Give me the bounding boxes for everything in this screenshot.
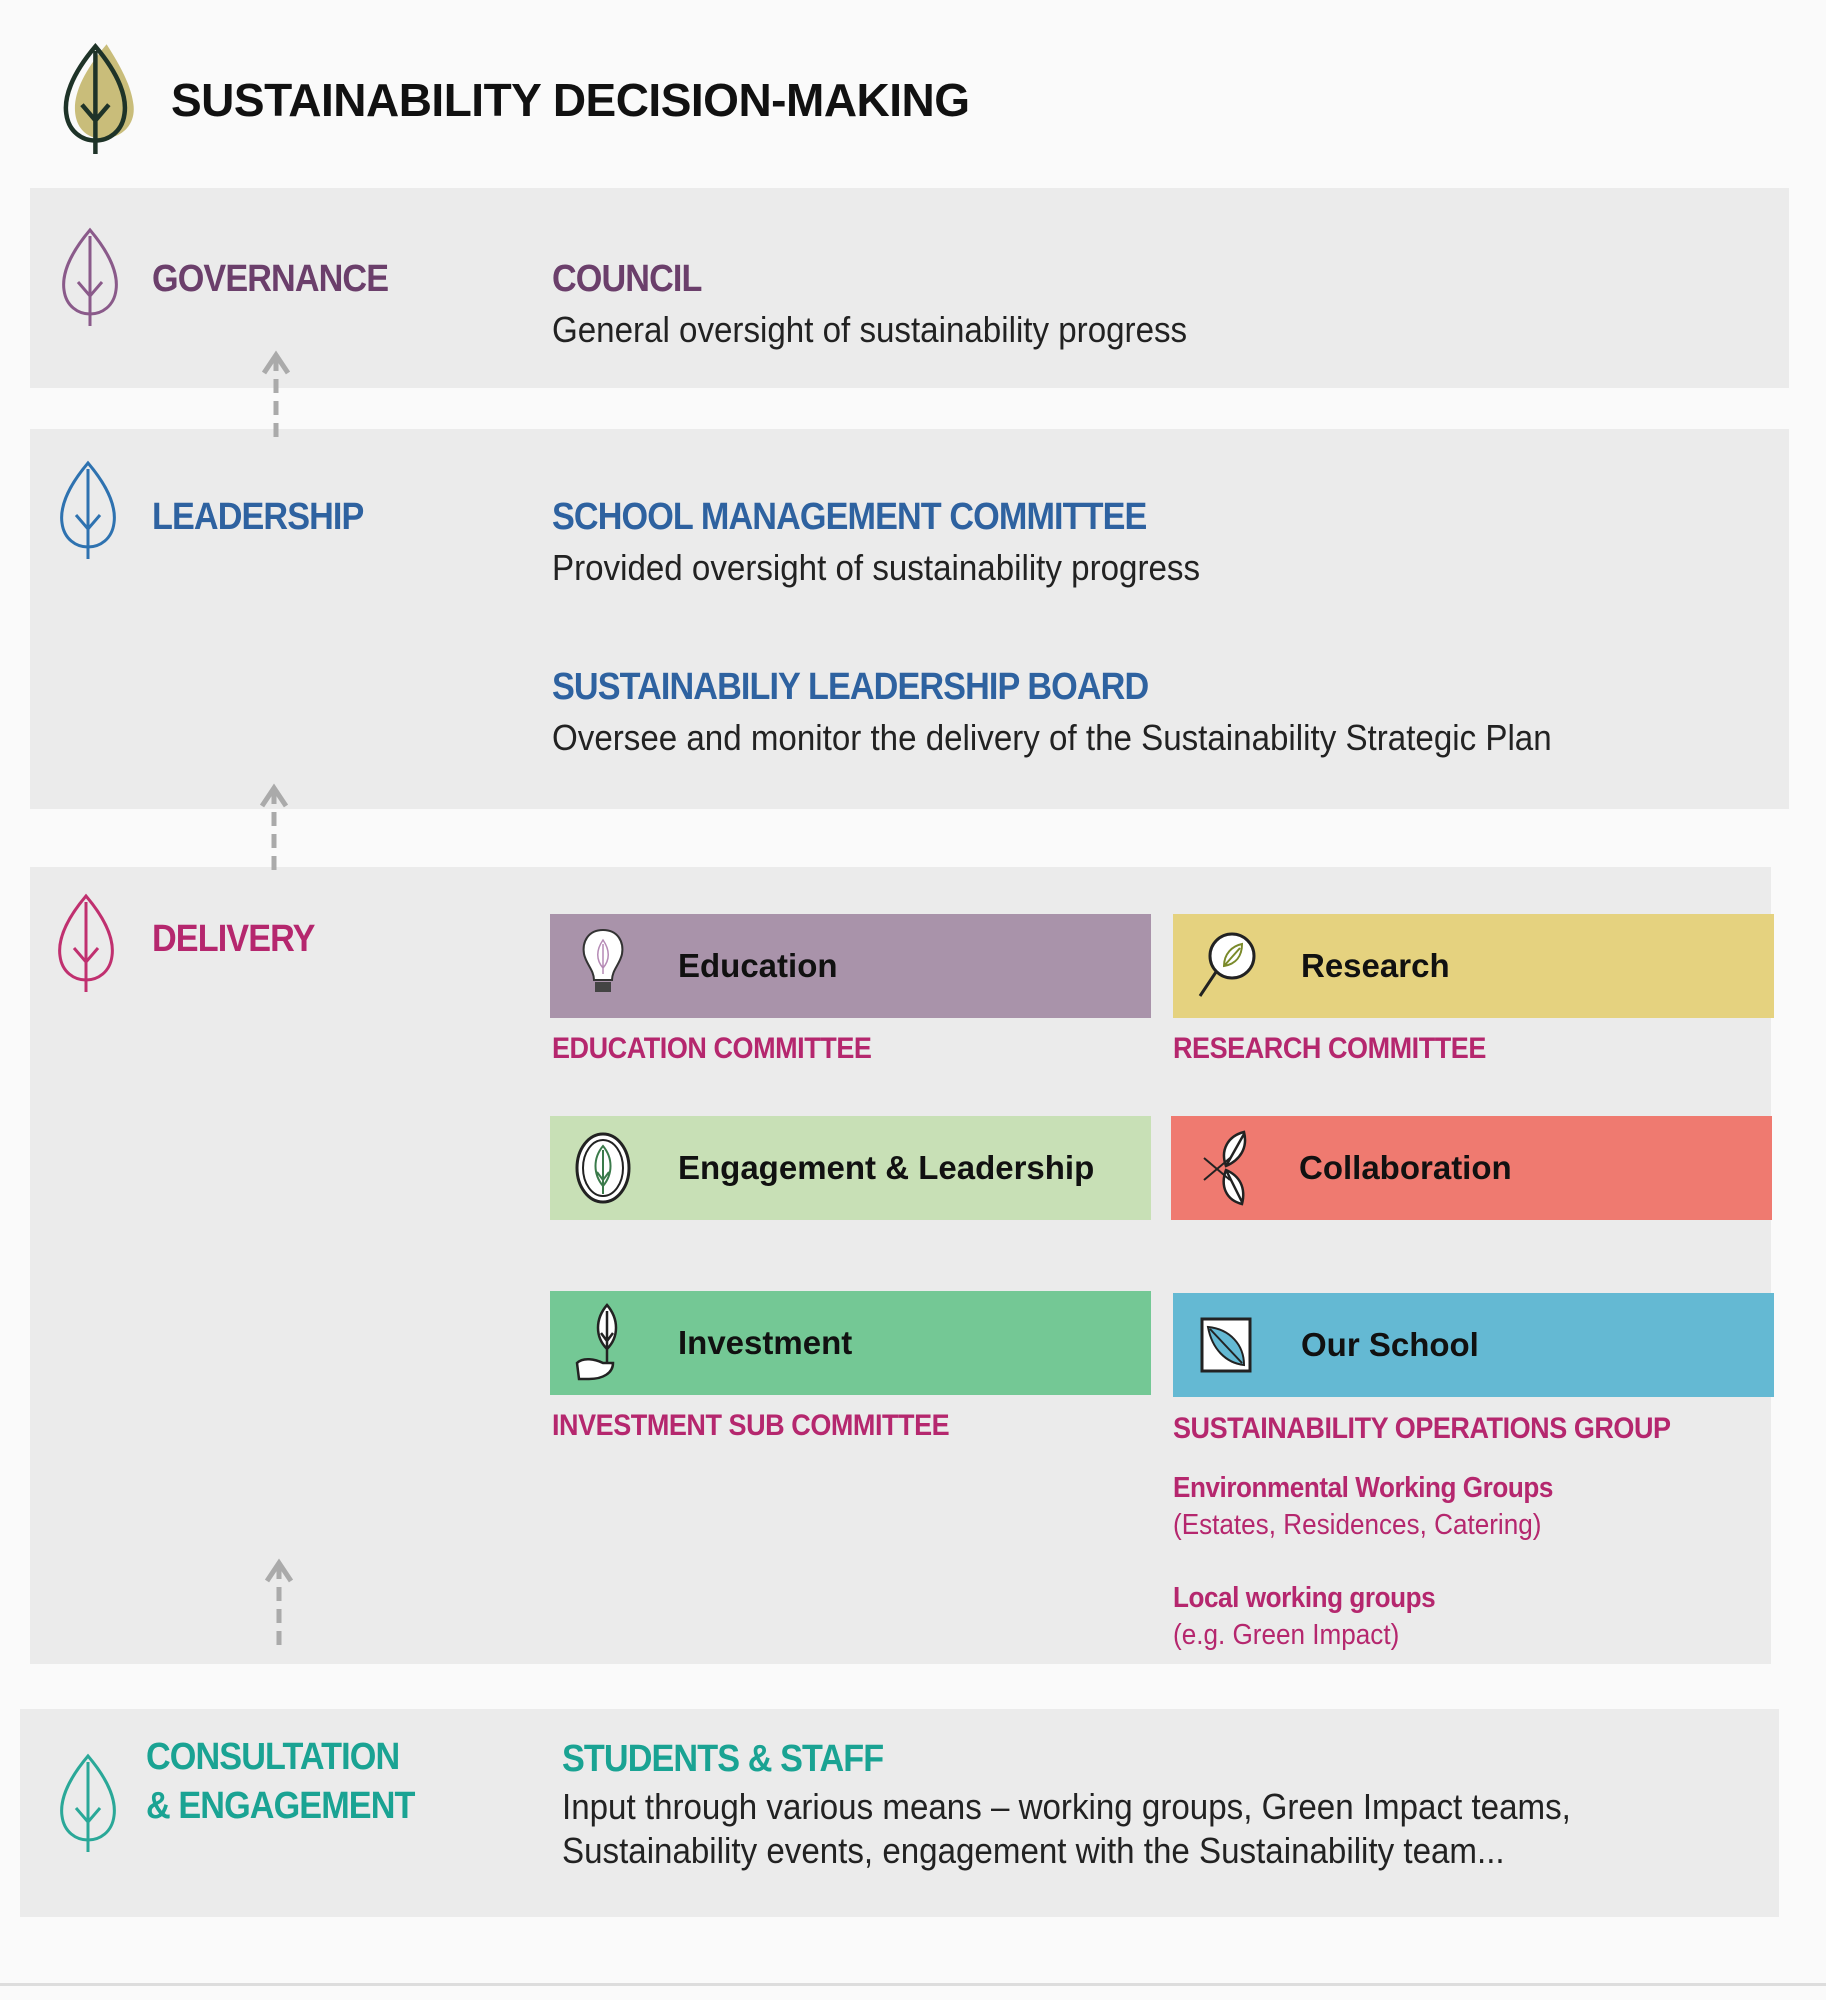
- theme-engagement-leadership: Engagement & Leadership: [550, 1116, 1151, 1220]
- arrow-up-icon: [264, 1558, 294, 1645]
- operations-group: SUSTAINABILITY OPERATIONS GROUP: [1173, 1412, 1671, 1445]
- env-working-groups-detail: (Estates, Residences, Catering): [1173, 1509, 1542, 1541]
- investment-committee: INVESTMENT SUB COMMITTEE: [552, 1409, 950, 1442]
- arrow-up-icon: [261, 350, 291, 437]
- page-title: SUSTAINABILITY DECISION-MAKING: [171, 74, 970, 126]
- governance-panel: [30, 188, 1789, 388]
- delivery-label: DELIVERY: [152, 918, 315, 960]
- consultation-description-line2: Sustainability events, engagement with t…: [562, 1830, 1505, 1871]
- theme-collaboration: Collaboration: [1171, 1116, 1772, 1220]
- theme-label: Research: [1301, 947, 1450, 984]
- theme-label: Education: [678, 947, 838, 984]
- research-committee: RESEARCH COMMITTEE: [1173, 1032, 1486, 1065]
- consultation-panel: [20, 1709, 1779, 1917]
- governance-label: GOVERNANCE: [152, 258, 389, 300]
- local-working-groups-detail: (e.g. Green Impact): [1173, 1619, 1400, 1651]
- delivery-leaf-icon: [56, 888, 116, 996]
- consultation-label-line1: CONSULTATION: [146, 1736, 400, 1778]
- leadership-label: LEADERSHIP: [152, 496, 364, 538]
- leadership-leaf-icon: [58, 455, 118, 563]
- lightbulb-icon: [582, 928, 624, 992]
- theme-our-school: Our School: [1173, 1293, 1774, 1397]
- leaf-logo-icon: [63, 43, 134, 154]
- local-working-groups: Local working groups: [1173, 1582, 1436, 1614]
- theme-investment: Investment: [550, 1291, 1151, 1395]
- consultation-label-line2: & ENGAGEMENT: [146, 1785, 415, 1827]
- slb-heading: SUSTAINABILIY LEADERSHIP BOARD: [552, 666, 1149, 708]
- theme-education: Education: [550, 914, 1151, 1018]
- leadership-panel: [30, 429, 1789, 809]
- smc-heading: SCHOOL MANAGEMENT COMMITTEE: [552, 496, 1147, 538]
- two-leaves-icon: [1203, 1130, 1247, 1206]
- circle-leaf-icon: [575, 1132, 631, 1204]
- divider: [0, 1983, 1826, 1986]
- magnifier-leaf-icon: [1198, 932, 1256, 997]
- education-committee: EDUCATION COMMITTEE: [552, 1032, 872, 1065]
- theme-label: Engagement & Leadership: [678, 1149, 1095, 1186]
- council-heading: COUNCIL: [552, 258, 702, 300]
- theme-label: Our School: [1301, 1326, 1479, 1363]
- arrow-up-icon: [259, 783, 289, 870]
- consultation-leaf-icon: [58, 1748, 118, 1856]
- smc-description: Provided oversight of sustainability pro…: [552, 547, 1201, 588]
- env-working-groups: Environmental Working Groups: [1173, 1472, 1553, 1504]
- theme-label: Collaboration: [1299, 1149, 1512, 1186]
- consultation-description-line1: Input through various means – working gr…: [562, 1786, 1571, 1827]
- theme-label: Investment: [678, 1324, 853, 1361]
- council-description: General oversight of sustainability prog…: [552, 309, 1188, 350]
- square-leaf-icon: [1200, 1317, 1252, 1373]
- students-staff-heading: STUDENTS & STAFF: [562, 1738, 884, 1780]
- governance-leaf-icon: [60, 222, 120, 330]
- theme-research: Research: [1173, 914, 1774, 1018]
- hand-leaf-icon: [575, 1303, 618, 1381]
- slb-description: Oversee and monitor the delivery of the …: [552, 717, 1552, 758]
